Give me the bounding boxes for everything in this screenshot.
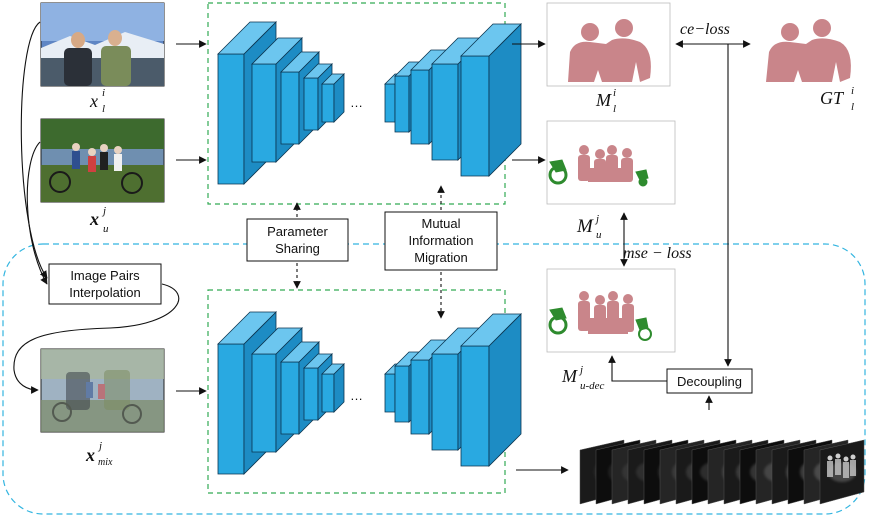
label-m-l: M i l [595,87,616,115]
feature-person-head-3 [843,456,849,462]
svg-text:i: i [851,85,854,97]
svg-text:Mutual: Mutual [421,216,460,231]
mse-loss-label: mse − loss [623,245,692,262]
label-m-u: M j u [576,213,602,241]
svg-text:j: j [101,205,106,217]
mutual-information-box: Mutual Information Migration [384,211,498,271]
svg-text:l: l [851,101,854,113]
label-x-l: x i l [89,87,105,115]
svg-text:GT: GT [820,88,845,108]
curve-xu-to-interp [26,141,48,285]
svg-text:Interpolation: Interpolation [69,285,141,300]
svg-text:mix: mix [98,457,113,468]
decoder-block-5 [460,313,522,467]
decoupling-box: Decoupling [666,368,753,394]
ce-loss-label: ce−loss [680,21,730,38]
label-m-udec: M j u-dec [561,364,605,392]
decoder-block-5 [460,23,522,177]
top-ellipsis: … [350,95,363,110]
svg-text:u: u [596,229,602,241]
svg-text:Migration: Migration [414,250,467,265]
svg-text:Parameter: Parameter [267,224,328,239]
svg-text:M: M [595,90,612,110]
label-x-u: x j u [89,205,109,235]
svg-text:x: x [85,445,95,465]
label-x-mix: x j mix [85,440,113,468]
svg-text:x: x [89,91,98,111]
bottom-ellipsis: … [350,388,363,403]
feature-person-body-1 [827,461,833,477]
curve-xl-to-interp [20,21,48,279]
encoder-block-5 [321,363,345,413]
arrow-decoupling-to-mudec [608,355,667,382]
feature-person-head-1 [827,455,833,461]
svg-text:Sharing: Sharing [275,241,320,256]
svg-text:u: u [103,223,109,235]
svg-text:Information: Information [408,233,473,248]
svg-text:j: j [97,440,102,452]
label-gt-l: GT i l [820,85,854,113]
svg-text:u-dec: u-dec [580,380,605,392]
svg-text:i: i [102,87,105,99]
svg-text:i: i [613,87,616,99]
encoder-block-5 [321,73,345,123]
unlabeled-input-image [40,118,165,203]
curve-interp-to-xmix [13,283,180,394]
mask-m-udec [546,268,676,353]
svg-text:x: x [89,209,99,229]
feature-person-head-4 [850,454,856,460]
feature-person-body-4 [850,460,856,476]
svg-text:M: M [576,216,594,237]
svg-text:j: j [594,213,599,225]
mask-m-u [546,120,676,205]
svg-text:Image Pairs: Image Pairs [70,268,140,283]
mask-m-l [546,2,671,87]
svg-text:M: M [561,366,578,386]
labeled-input-image [40,2,165,87]
svg-text:l: l [102,103,105,115]
mixed-input-image [40,348,165,433]
feature-person-body-3 [843,462,849,478]
feature-map-stack [579,439,865,505]
svg-text:Decoupling: Decoupling [677,374,742,389]
arrows [13,21,751,474]
svg-text:j: j [578,364,583,376]
parameter-sharing-box: Parameter Sharing [246,218,349,262]
svg-text:l: l [613,103,616,115]
feature-person-body-2 [835,459,841,475]
feature-person-head-2 [835,453,841,459]
bottom-network [217,311,522,475]
mask-gt-l [754,3,869,86]
top-network [217,21,522,185]
image-pairs-interpolation-box: Image Pairs Interpolation [48,263,162,305]
